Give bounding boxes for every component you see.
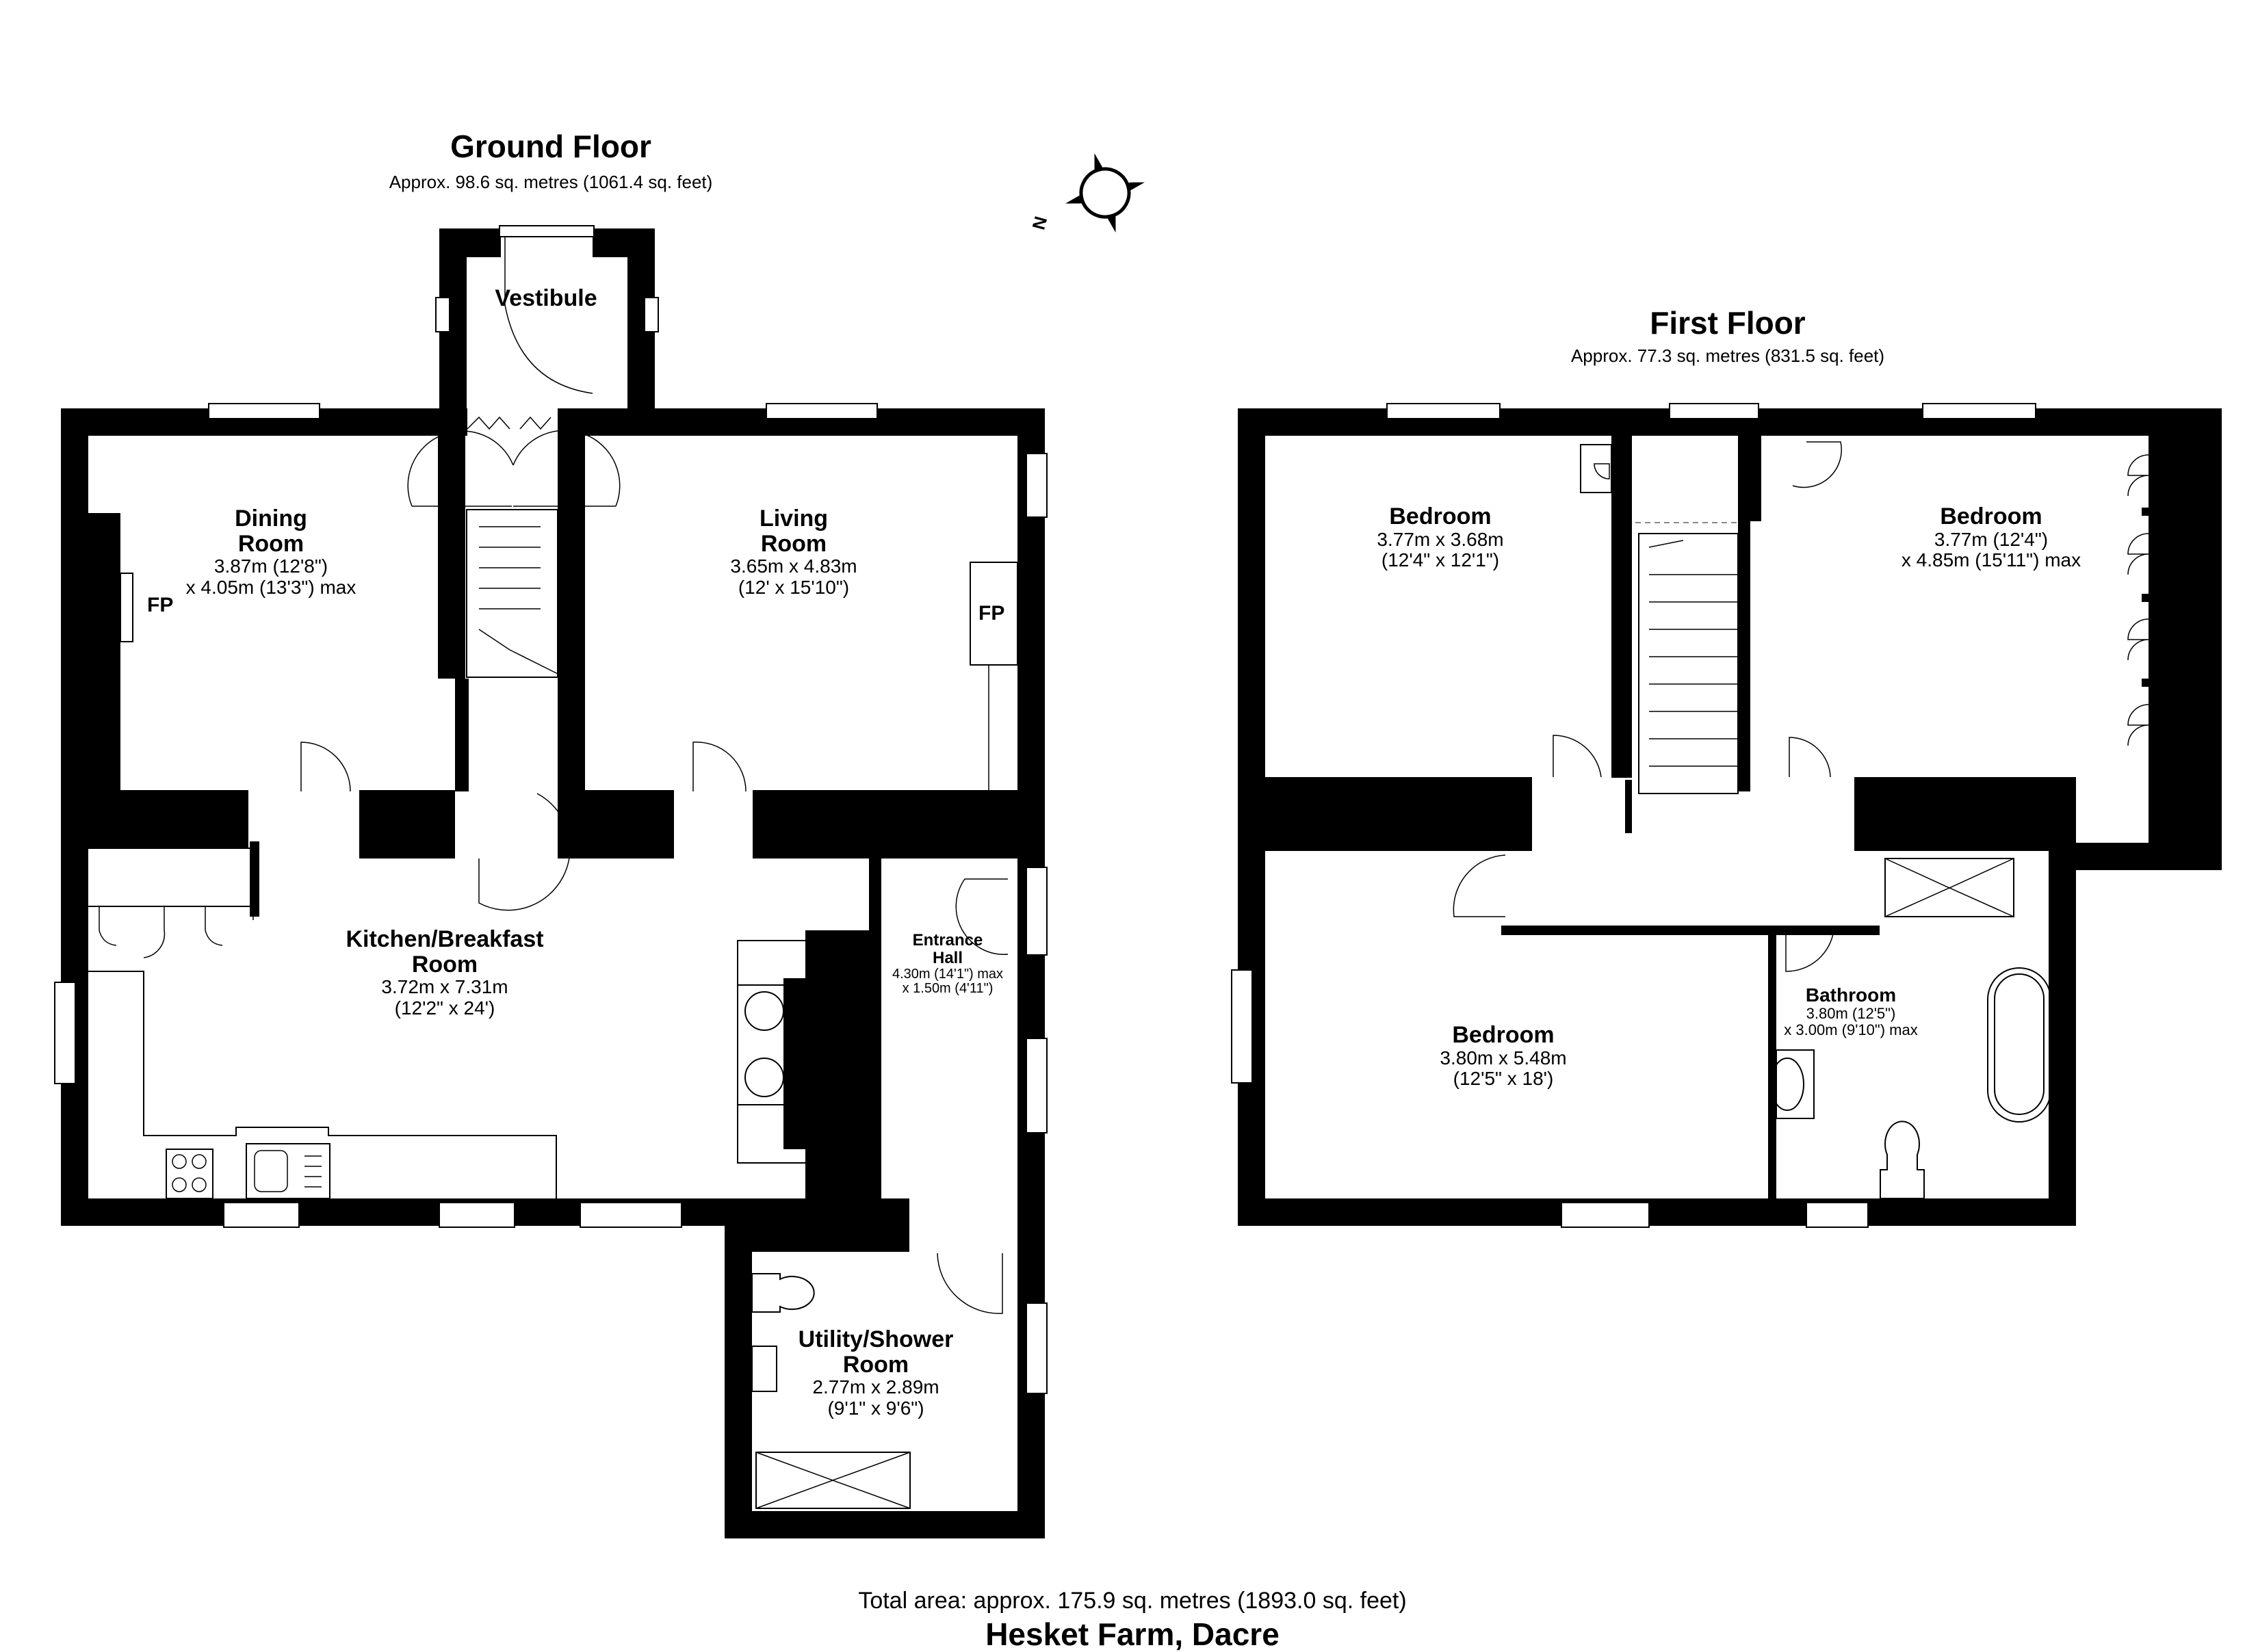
window [644,297,659,332]
first-outer-walls [1238,408,2222,1226]
ground-floor-plan [54,225,1048,1538]
room-label-kitchen: Kitchen/Breakfast Room 3.72m x 7.31m (12… [346,927,543,1019]
utility-fixtures [751,1273,911,1509]
ground-windows [54,403,1048,1394]
room-dimensions: 2.77m x 2.89m [812,1376,939,1398]
room-dimensions: x 4.85m (15'11") max [1901,549,2081,571]
room-dimensions: 4.30m (14'1") max [892,966,1004,982]
room-dimensions: x 3.00m (9'10") max [1784,1021,1918,1038]
utility-door-swing [937,1253,1003,1314]
bathtub-icon [1987,967,2051,1123]
room-dimensions: 3.65m x 4.83m [730,555,857,577]
room-name: Room [411,951,478,978]
room-name: Room [842,1351,909,1378]
bedroom2-door-swing [1789,737,1831,778]
dining-fireplace-label: FP [147,594,174,616]
bifold-door [467,416,551,430]
room-name: Utility/Shower [798,1326,954,1352]
shower-enclosure [1884,858,2014,917]
wardrobes [2127,454,2194,746]
airing-cupboard [1580,444,1612,493]
ground-floor-title: Ground Floor [450,129,651,164]
room-dimensions: (12'2" x 24') [394,997,495,1019]
room-dimensions: 3.72m x 7.31m [381,976,508,998]
room-dimensions: x 4.05m (13'3") max [185,576,356,598]
room-name: Room [760,530,827,557]
room-label-dining: Dining Room 3.87m (12'8") x 4.05m (13'3"… [186,506,356,598]
room-name: Hall [932,948,963,967]
entrance-door-swing [955,878,1009,955]
first-floor-area: Approx. 77.3 sq. metres (831.5 sq. feet) [1570,345,1885,366]
ground-outer-walls [61,408,1045,1538]
room-dimensions: 3.80m x 5.48m [1440,1047,1567,1068]
room-label-bedroom-1: Bedroom 3.77m x 3.68m (12'4" x 12'1") [1377,504,1503,571]
ground-staircase [466,509,558,678]
room-dimensions: (12'5" x 18') [1453,1067,1554,1089]
living-door-swing [692,742,747,792]
first-windows [1231,403,2036,1228]
ground-floor-area: Approx. 98.6 sq. metres (1061.4 sq. feet… [389,172,713,192]
vestibule-door-swing [504,237,593,394]
room-name: Dining [235,506,307,532]
room-name: Bedroom [1940,503,2042,529]
room-name: Entrance [912,931,983,949]
living-dining-double-door [407,430,621,507]
property-name: Hesket Farm, Dacre [985,1616,1280,1652]
bathroom-door-swing [1785,930,1834,972]
range-cooker [737,984,785,1105]
room-dimensions: 3.77m (12'4") [1934,528,2049,550]
hot-water-cylinder [1594,463,1610,480]
room-label-entrance-hall: Entrance Hall 4.30m (14'1") max x 1.50m … [892,932,1003,997]
room-dimensions: 3.80m (12'5") [1806,1005,1896,1023]
room-dimensions: 3.77m x 3.68m [1377,528,1504,550]
bedroom3-door-swing [1453,854,1506,917]
kitchen-worktop [88,971,557,1198]
room-name: Bedroom [1389,503,1492,529]
room-label-bedroom-2: Bedroom 3.77m (12'4") x 4.85m (15'11") m… [1902,504,2081,571]
room-label-utility: Utility/Shower Room 2.77m x 2.89m (9'1" … [799,1327,954,1419]
shower-tray [755,1452,911,1509]
room-dimensions: (12'4" x 12'1") [1381,549,1500,571]
first-internal-walls [1265,436,2076,1199]
bedroom1-door-swing [1553,735,1602,778]
understairs-door-swing [478,793,571,911]
first-staircase [1635,522,1739,794]
bathroom-fixtures [1770,858,2051,1199]
room-name: Living [759,506,829,532]
room-name: Bedroom [1452,1022,1555,1048]
kitchen-sink-icon [246,1143,330,1199]
dining-door-swing [300,742,351,792]
room-label-living: Living Room 3.65m x 4.83m (12' x 15'10") [730,506,857,598]
basin-icon [751,1346,777,1392]
vestibule-walls [439,228,655,410]
room-name: Kitchen/Breakfast [346,926,544,952]
living-fireplace-label: FP [978,602,1005,625]
room-dimensions: (12' x 15'10") [738,576,850,598]
landing-door-swing [1792,441,1842,488]
vestibule-front-door-frame [499,225,595,237]
room-label-bathroom: Bathroom 3.80m (12'5") x 3.00m (9'10") m… [1784,984,1918,1038]
first-floor-title: First Floor [1650,305,1806,341]
room-dimensions: 3.87m (12'8") [213,555,328,577]
toilet-icon [1880,1120,1925,1199]
compass-north-icon [1065,153,1145,233]
total-area: Total area: approx. 175.9 sq. metres (18… [858,1588,1407,1614]
room-label-vestibule: Vestibule [495,285,597,311]
dining-fireplace-hearth [120,573,133,642]
room-name: Room [237,530,304,557]
ground-internal-walls [88,436,1045,1252]
room-dimensions: (9'1" x 9'6") [827,1397,924,1419]
kitchen-built-in-cupboard [87,848,259,958]
window [435,297,450,332]
first-floor-plan [1231,403,2222,1228]
hob-icon [166,1149,213,1199]
room-name: Bathroom [1805,984,1897,1006]
room-dimensions: x 1.50m (4'11") [902,981,994,997]
room-label-bedroom-3: Bedroom 3.80m x 5.48m (12'5" x 18') [1440,1023,1566,1089]
living-fireplace-hearth [970,562,1018,666]
toilet-icon [751,1273,815,1313]
